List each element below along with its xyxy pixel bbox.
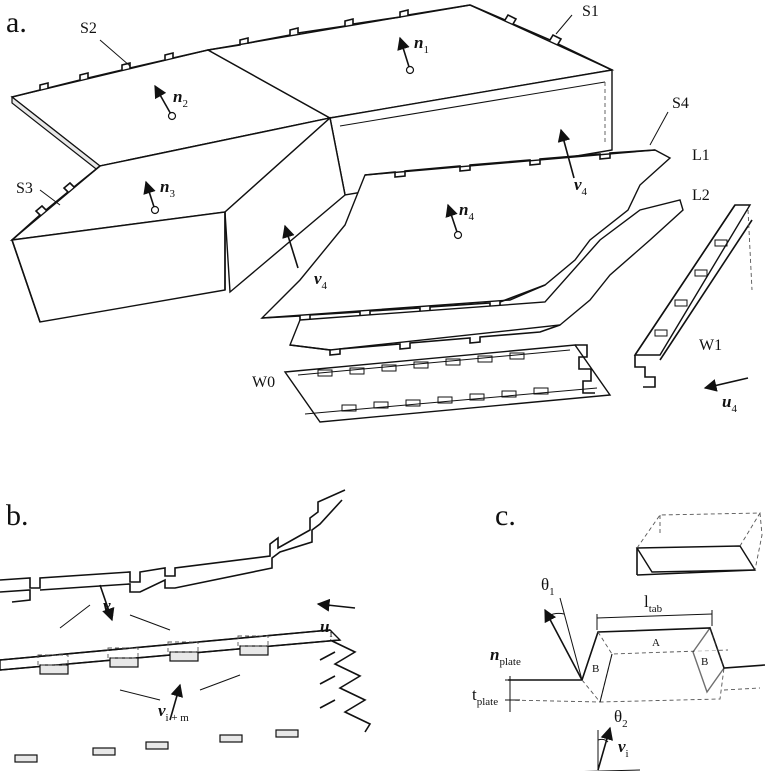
svg-text:vi: vi (103, 596, 114, 619)
svg-text:θ1: θ1 (541, 575, 555, 598)
b-slots (14, 635, 299, 763)
vector-v4-right: v4 (557, 128, 588, 198)
vector-ui-b: ui (316, 598, 356, 640)
label-s1: S1 (582, 3, 599, 20)
svg-text:v4: v4 (314, 269, 328, 292)
vector-n3: n3 (143, 177, 175, 215)
face-a: A (652, 637, 660, 649)
vector-n2: n2 (154, 84, 188, 121)
plate-s3 (9, 116, 346, 323)
plate-l2 (289, 199, 684, 356)
svg-text:n1: n1 (414, 33, 429, 56)
svg-text:nplate: nplate (490, 645, 521, 668)
label-s2: S2 (80, 20, 97, 37)
label-ltab: ltab (644, 592, 663, 615)
svg-text:n2: n2 (173, 87, 188, 110)
svg-text:vi + m: vi + m (158, 701, 189, 724)
svg-text:v4: v4 (574, 175, 588, 198)
panel-b: b. (0, 489, 372, 763)
label-l1: L1 (692, 147, 710, 164)
vector-nplate: nplate θ1 (490, 575, 583, 681)
w0-slots (317, 352, 549, 412)
svg-text:θ2: θ2 (614, 707, 628, 730)
panel-a-label: a. (6, 6, 27, 39)
label-tplate: tplate (472, 685, 498, 708)
panel-a: a. (6, 3, 753, 423)
vector-vim-b: vi + m (158, 683, 189, 724)
svg-text:u4: u4 (722, 392, 737, 415)
label-w0: W0 (252, 374, 275, 391)
c-box (635, 512, 763, 576)
panel-c-label: c. (495, 499, 516, 532)
plate-w1 (633, 204, 753, 388)
svg-text:vi: vi (618, 737, 629, 760)
vector-vi-c: θ2 vi (583, 707, 641, 771)
label-s3: S3 (16, 180, 33, 197)
vector-vi-b: vi (99, 584, 115, 622)
label-w1: W1 (699, 337, 722, 354)
vector-v4-left: v4 (282, 224, 328, 292)
face-b1: B (592, 663, 599, 675)
vector-n1: n1 (397, 33, 429, 75)
panel-c: c. A B B ltab tplate (472, 499, 765, 771)
face-b2: B (701, 656, 708, 668)
svg-text:ui: ui (320, 617, 333, 640)
vector-n4: n4 (445, 200, 474, 240)
label-s4: S4 (672, 95, 689, 112)
svg-text:n3: n3 (160, 177, 175, 200)
plate-w0 (283, 344, 612, 423)
svg-text:n4: n4 (459, 200, 474, 223)
vector-u4: u4 (703, 377, 749, 415)
label-l2: L2 (692, 187, 710, 204)
panel-b-label: b. (6, 499, 29, 532)
